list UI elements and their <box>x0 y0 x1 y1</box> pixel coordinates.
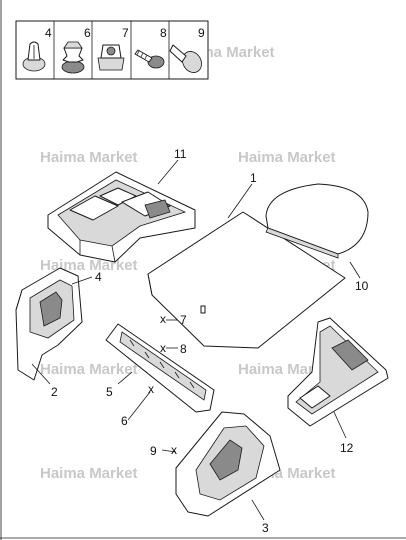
part-1-floor-board <box>147 211 346 349</box>
legend-label-8: 8 <box>160 26 167 40</box>
callout-2: 2 <box>51 385 58 399</box>
part-2-left-side-trim <box>15 267 83 381</box>
clip-8-icon <box>134 49 165 69</box>
callout-8: 8 <box>180 342 187 356</box>
callout-5: 5 <box>106 385 113 399</box>
clip-4-icon <box>22 41 46 72</box>
legend-label-4: 4 <box>45 26 52 40</box>
clip-9-icon <box>169 44 202 73</box>
part-5-sill-plate <box>105 323 215 413</box>
callout-7: 7 <box>180 313 187 327</box>
callout-3: 3 <box>262 521 269 535</box>
callout-11: 11 <box>174 147 187 161</box>
fastener-marker: x <box>148 382 154 396</box>
fastener-legend: 4 6 7 8 9 <box>15 20 209 80</box>
legend-label-6: 6 <box>84 26 91 40</box>
callout-4: 4 <box>95 270 102 284</box>
legend-label-7: 7 <box>122 26 129 40</box>
fastener-marker: x <box>160 341 166 355</box>
part-11-storage-tray <box>47 171 196 263</box>
watermark: Haima Market <box>40 465 138 482</box>
part-10-floor-mat <box>265 183 369 259</box>
callout-6: 6 <box>121 414 128 428</box>
callout-1: 1 <box>250 171 257 185</box>
watermark: Haima Market <box>40 149 138 166</box>
clip-7-icon <box>97 44 125 71</box>
watermark: Haima Market <box>238 149 336 166</box>
clip-6-icon <box>61 41 85 74</box>
legend-label-9: 9 <box>198 26 205 40</box>
fastener-marker: x <box>160 312 166 326</box>
leader-lines: x x x x <box>31 159 361 521</box>
callout-9: 9 <box>150 444 157 458</box>
part-3-right-rear-trim <box>175 411 281 517</box>
fastener-marker: x <box>171 443 177 457</box>
callout-10: 10 <box>355 279 369 293</box>
callout-12: 12 <box>340 441 354 455</box>
part-12-right-storage <box>287 317 389 427</box>
watermark: Haima Market <box>40 361 138 378</box>
